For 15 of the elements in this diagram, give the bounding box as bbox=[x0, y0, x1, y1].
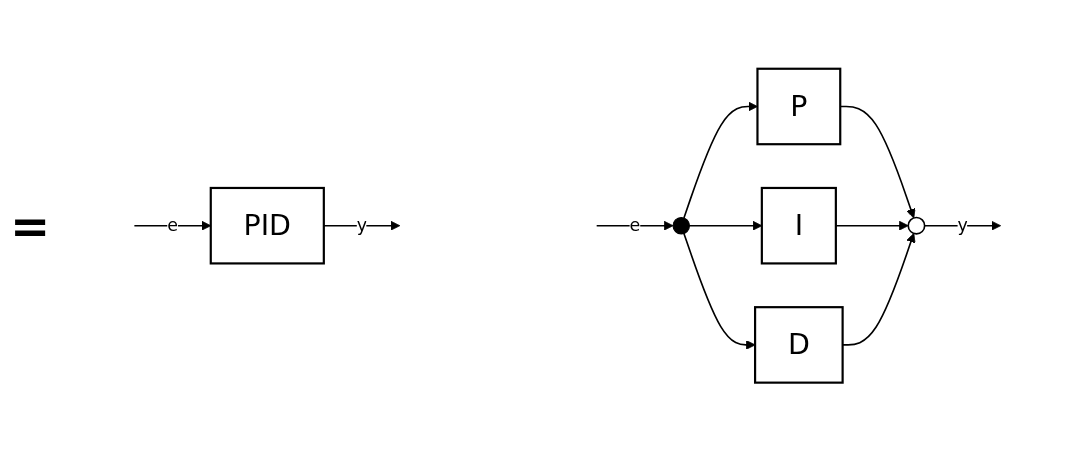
arrow bbox=[323, 221, 401, 231]
node-box: P bbox=[756, 67, 842, 146]
node-box: D bbox=[754, 306, 844, 385]
arrow bbox=[835, 221, 909, 231]
edge-label: e bbox=[629, 215, 641, 236]
node-box: PID bbox=[209, 187, 325, 265]
arrow bbox=[683, 232, 756, 350]
edge-label: e bbox=[167, 215, 178, 236]
equals-sign: = bbox=[9, 198, 51, 254]
node-dot bbox=[672, 217, 690, 235]
node-box: I bbox=[760, 187, 837, 265]
edge-label: y bbox=[356, 215, 367, 236]
node-circle bbox=[907, 216, 926, 235]
edge-label: y bbox=[957, 215, 968, 236]
arrow bbox=[683, 101, 758, 220]
